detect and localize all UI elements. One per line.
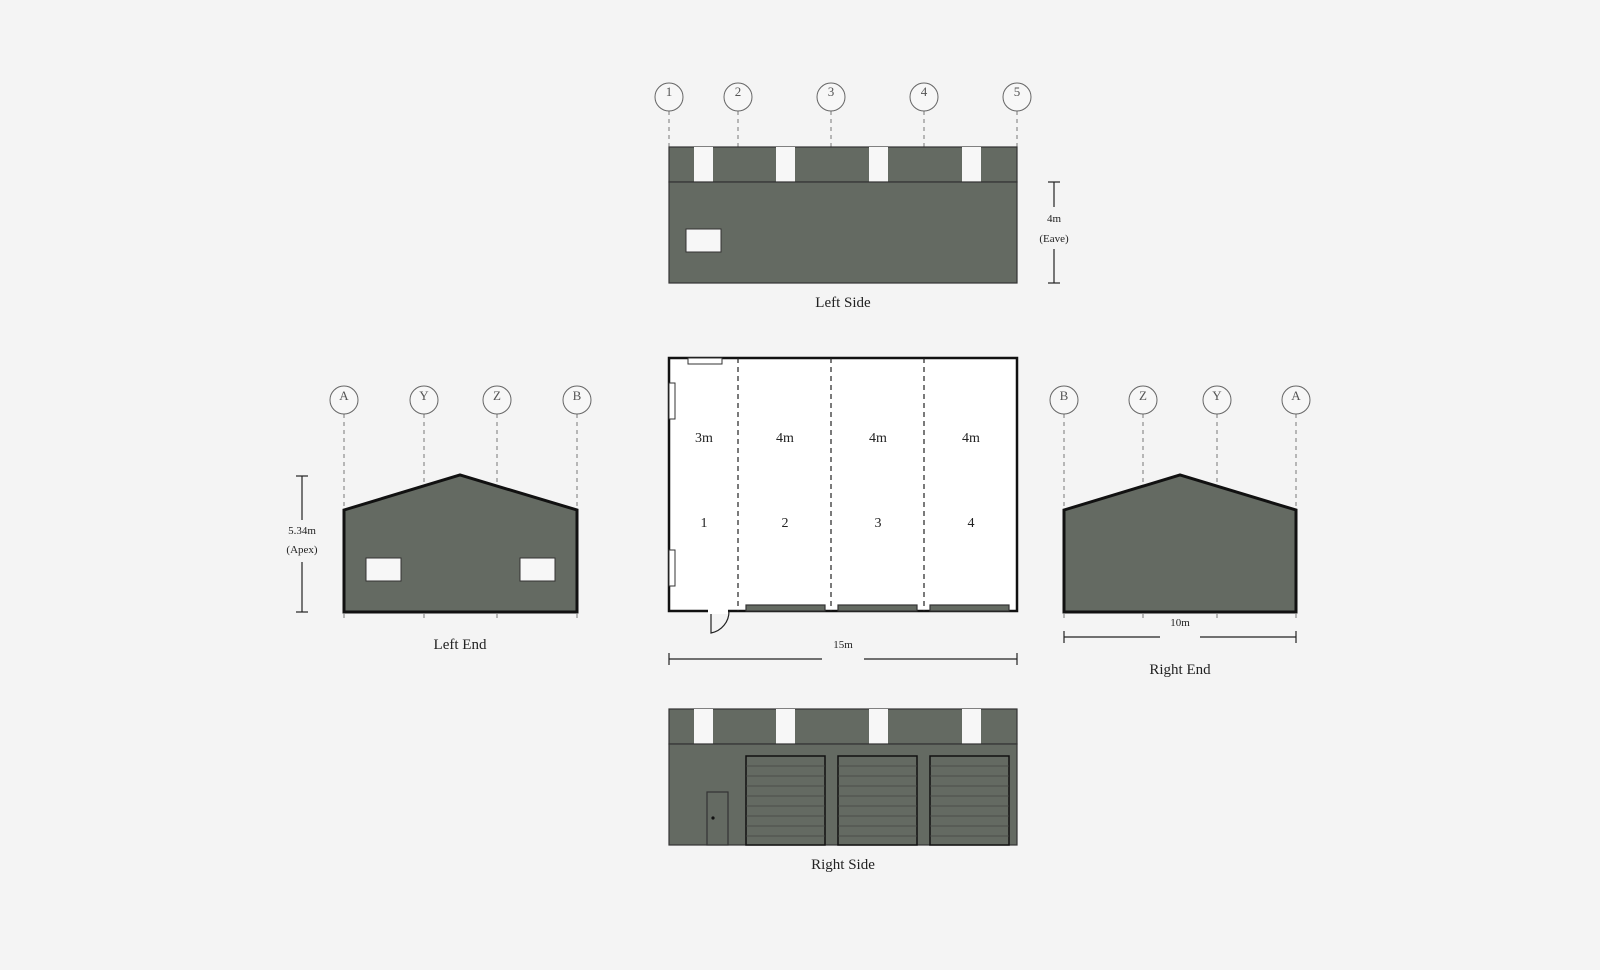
plan-outline bbox=[667, 356, 1019, 613]
bay-span: 4m bbox=[962, 431, 980, 446]
skylight bbox=[869, 709, 888, 744]
bay-span: 4m bbox=[776, 431, 794, 446]
window bbox=[365, 557, 402, 582]
grid-label: 2 bbox=[735, 84, 742, 99]
roof-band bbox=[668, 146, 1018, 183]
skylight bbox=[962, 147, 981, 182]
roller-door bbox=[745, 755, 826, 846]
grid-bubble-a: A bbox=[329, 385, 359, 415]
grid-label: B bbox=[573, 388, 582, 403]
grid-label: Y bbox=[1212, 388, 1222, 403]
grid-label: A bbox=[339, 388, 349, 403]
skylight bbox=[869, 147, 888, 182]
skylight bbox=[962, 709, 981, 744]
grid-bubble-b: B bbox=[562, 385, 592, 415]
grid-label: 1 bbox=[666, 84, 673, 99]
grid-label: Z bbox=[493, 388, 501, 403]
right-end-caption: Right End bbox=[1149, 662, 1211, 678]
bay-number: 2 bbox=[782, 516, 789, 531]
grid-label: B bbox=[1060, 388, 1069, 403]
eave-height-note: (Eave) bbox=[1039, 233, 1069, 245]
grid-bubble-a: A bbox=[1281, 385, 1311, 415]
plan-window bbox=[687, 357, 723, 365]
plan-roller-door bbox=[837, 604, 918, 612]
left-side-elevation: 1 2 3 4 5 4m (Eave) L bbox=[654, 82, 1074, 311]
grid-bubble-1: 1 bbox=[654, 82, 684, 112]
door-knob bbox=[711, 816, 715, 820]
floor-plan: 3m 4m 4m 4m 1 2 3 4 15m bbox=[667, 356, 1019, 665]
grid-bubble-y: Y bbox=[1202, 385, 1232, 415]
bay-number: 3 bbox=[875, 516, 882, 531]
window bbox=[519, 557, 556, 582]
plan-roller-door bbox=[929, 604, 1010, 612]
width-value: 10m bbox=[1170, 617, 1190, 629]
plan-roller-door bbox=[745, 604, 826, 612]
roof-band bbox=[668, 708, 1018, 745]
grid-label: 5 bbox=[1014, 84, 1021, 99]
door-swing bbox=[710, 610, 730, 634]
skylight bbox=[776, 709, 795, 744]
skylight bbox=[694, 147, 713, 182]
gable-end-wall bbox=[342, 473, 579, 614]
left-end-elevation: A Y Z B 5.34m (Apex) Left End bbox=[278, 385, 592, 653]
personal-door bbox=[706, 791, 729, 846]
eave-height-value: 4m bbox=[1047, 213, 1062, 225]
grid-label: 4 bbox=[921, 84, 928, 99]
bay-span: 3m bbox=[695, 431, 713, 446]
grid-bubble-z: Z bbox=[482, 385, 512, 415]
grid-bubble-4: 4 bbox=[909, 82, 939, 112]
dimension-label-bg bbox=[278, 520, 326, 562]
grid-bubble-3: 3 bbox=[816, 82, 846, 112]
length-value: 15m bbox=[833, 639, 853, 651]
left-side-caption: Left Side bbox=[815, 295, 871, 311]
bay-span: 4m bbox=[869, 431, 887, 446]
skylight bbox=[694, 709, 713, 744]
grid-bubble-z: Z bbox=[1128, 385, 1158, 415]
apex-height-note: (Apex) bbox=[286, 544, 317, 556]
side-wall bbox=[668, 181, 1018, 284]
grid-label: A bbox=[1291, 388, 1301, 403]
bay-number: 4 bbox=[968, 516, 975, 531]
right-end-elevation: B Z Y A 10m Right End bbox=[1049, 385, 1311, 678]
window bbox=[685, 228, 722, 253]
door-opening bbox=[708, 608, 728, 614]
left-end-caption: Left End bbox=[434, 637, 487, 653]
grid-label: Y bbox=[419, 388, 429, 403]
skylight bbox=[776, 147, 795, 182]
bay-number: 1 bbox=[701, 516, 708, 531]
grid-label: 3 bbox=[828, 84, 835, 99]
roller-door bbox=[837, 755, 918, 846]
grid-label: Z bbox=[1139, 388, 1147, 403]
grid-bubble-2: 2 bbox=[723, 82, 753, 112]
gable-end-wall bbox=[1062, 473, 1298, 614]
plan-window bbox=[668, 382, 676, 420]
grid-bubble-5: 5 bbox=[1002, 82, 1032, 112]
grid-bubble-y: Y bbox=[409, 385, 439, 415]
roller-door bbox=[929, 755, 1010, 846]
grid-bubble-b: B bbox=[1049, 385, 1079, 415]
apex-height-value: 5.34m bbox=[288, 525, 316, 537]
right-side-caption: Right Side bbox=[811, 857, 875, 873]
plan-window bbox=[668, 549, 676, 587]
dimension-label-bg bbox=[1034, 207, 1074, 249]
right-side-elevation: Right Side bbox=[668, 708, 1018, 873]
